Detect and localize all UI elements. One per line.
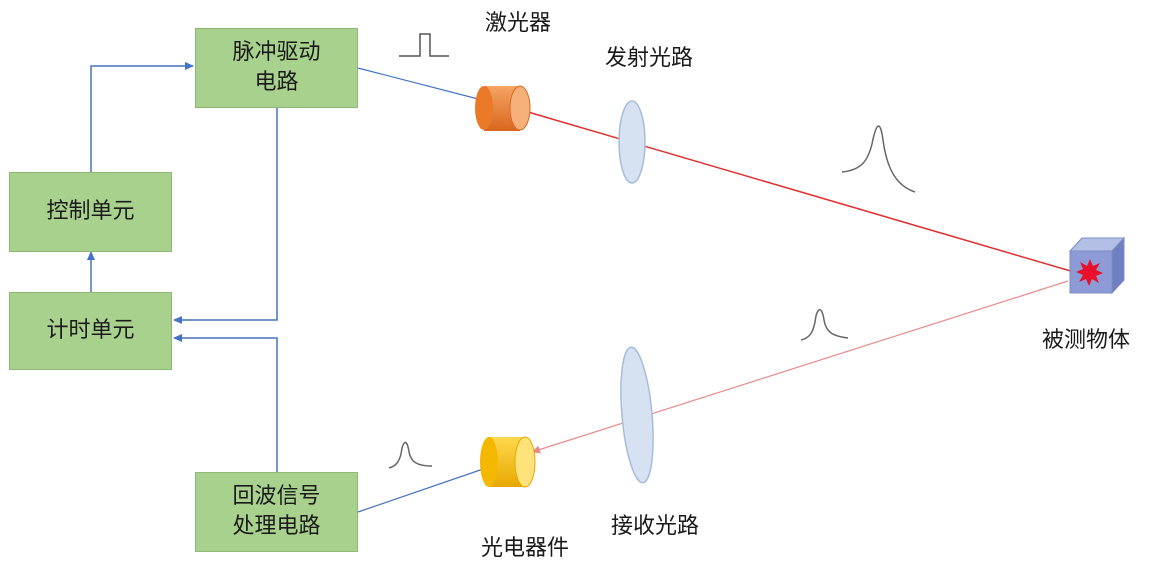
echo-processing-label-line2: 处理电路 xyxy=(232,514,321,539)
echo-processing-label-line1: 回波信号 xyxy=(232,484,321,509)
receive-optics-label: 接收光路 xyxy=(611,514,700,539)
photodetector-label: 光电器件 xyxy=(481,536,570,561)
drive-to-laser-connector xyxy=(357,67,483,101)
laser-icon xyxy=(475,85,531,131)
echo-to-timer-connector xyxy=(173,334,278,472)
laser-label: 激光器 xyxy=(485,11,552,36)
transmit-lens xyxy=(618,100,646,184)
receive-lens xyxy=(620,346,654,484)
drive-pulse-waveform xyxy=(399,33,449,57)
emitted-pulse-waveform xyxy=(841,125,916,193)
target-object-label: 被测物体 xyxy=(1042,328,1131,353)
detector-to-echo-connector xyxy=(357,467,487,513)
pulse-drive-circuit-block: 脉冲驱动 电路 xyxy=(195,28,358,108)
drive-to-timer-connector xyxy=(173,108,278,324)
timer-unit-block: 计时单元 xyxy=(9,292,172,370)
return-beam xyxy=(531,280,1069,454)
pulse-drive-label-line2: 电路 xyxy=(254,70,299,95)
transmit-optics-label: 发射光路 xyxy=(605,46,694,71)
control-to-drive-connector xyxy=(90,62,194,172)
control-unit-label: 控制单元 xyxy=(46,199,135,224)
laser-hit-burst-icon xyxy=(1076,259,1103,286)
echo-signal-processing-block: 回波信号 处理电路 xyxy=(195,472,358,552)
return-pulse-waveform xyxy=(800,309,849,341)
control-unit-block: 控制单元 xyxy=(9,172,172,252)
laser-beam xyxy=(527,111,1075,273)
timer-unit-label: 计时单元 xyxy=(46,318,135,343)
received-pulse-waveform xyxy=(388,441,433,469)
photodetector-icon xyxy=(480,436,536,488)
pulse-drive-label-line1: 脉冲驱动 xyxy=(232,40,321,65)
